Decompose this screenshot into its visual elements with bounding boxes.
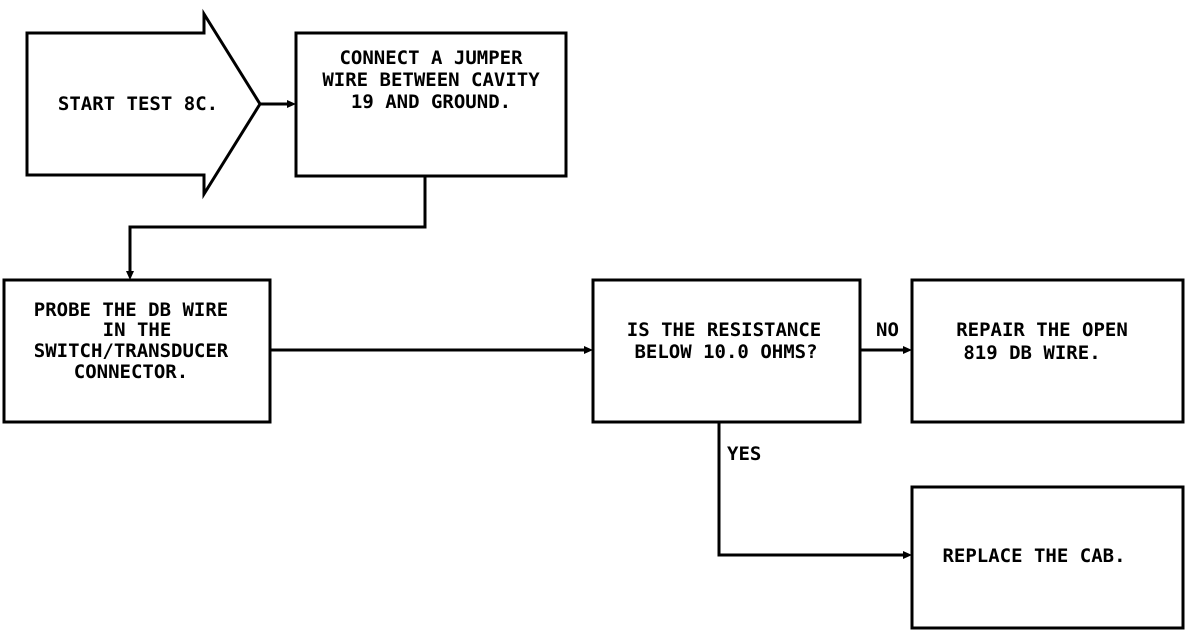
repair-node: REPAIR THE OPEN 819 DB WIRE. xyxy=(910,278,1185,424)
decision-node: IS THE RESISTANCE BELOW 10.0 OHMS? xyxy=(591,278,862,424)
repair-line-1: REPAIR THE OPEN xyxy=(956,319,1128,341)
probe-box xyxy=(2,278,272,424)
probe-line-1: PROBE THE DB WIRE xyxy=(34,299,228,321)
yes-label: YES xyxy=(727,443,761,465)
replace-node: REPLACE THE CAB. xyxy=(910,485,1185,630)
probe-line-2: IN THE xyxy=(103,319,172,341)
start-label: START TEST 8C. xyxy=(58,93,218,115)
connect-jumper-line-2: WIRE BETWEEN CAVITY xyxy=(322,69,540,91)
repair-line-2: 819 DB WIRE. xyxy=(963,342,1100,364)
connect-jumper-line-3: 19 AND GROUND. xyxy=(351,91,511,113)
connector-probe-to-decision xyxy=(270,346,593,354)
replace-line-1: REPLACE THE CAB. xyxy=(942,545,1125,567)
no-label: NO xyxy=(876,319,899,341)
decision-line-1: IS THE RESISTANCE xyxy=(627,319,821,341)
connect-jumper-node: CONNECT A JUMPER WIRE BETWEEN CAVITY 19 … xyxy=(294,31,568,178)
start-arrow-shape xyxy=(25,8,262,200)
start-node: START TEST 8C. xyxy=(25,8,262,200)
connector-connect-to-probe xyxy=(126,176,427,280)
decision-box xyxy=(591,278,862,424)
connector-decision-to-repair: NO xyxy=(860,319,912,354)
probe-line-4: CONNECTOR. xyxy=(74,361,188,383)
probe-node: PROBE THE DB WIRE IN THE SWITCH/TRANSDUC… xyxy=(2,278,272,424)
replace-box xyxy=(910,485,1185,630)
connector-decision-to-replace: YES xyxy=(717,422,912,559)
probe-line-3: SWITCH/TRANSDUCER xyxy=(34,340,229,362)
repair-box xyxy=(910,278,1185,424)
decision-line-2: BELOW 10.0 OHMS? xyxy=(634,341,817,363)
connect-jumper-box xyxy=(294,31,568,178)
connector-start-to-connect xyxy=(260,100,296,108)
connect-jumper-line-1: CONNECT A JUMPER xyxy=(339,47,523,69)
